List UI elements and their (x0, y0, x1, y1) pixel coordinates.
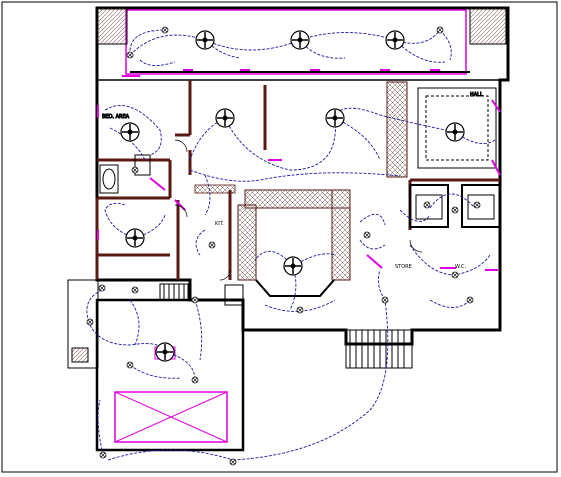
hall-ceiling: HALL (417, 87, 497, 169)
room-labels: W.C. STORE KIT. (215, 221, 466, 270)
light-point-icon (86, 26, 481, 466)
staircase-icon (159, 283, 413, 369)
garage (67, 279, 245, 452)
partitions (95, 80, 500, 280)
store-label: STORE (395, 264, 412, 270)
switchboard-icon (97, 69, 501, 271)
circuit-wiring (86, 29, 496, 461)
hatched-walls (194, 81, 408, 281)
kitchen-label: KIT. (215, 221, 224, 227)
door-swings (174, 139, 423, 281)
hall-label: HALL (470, 92, 483, 98)
bedroom-label: BED. AREA (102, 114, 130, 120)
top-verandah (96, 7, 508, 81)
toilet-blocks (409, 184, 501, 228)
bath-fixtures: BED. AREA (99, 114, 151, 194)
outer-walls (95, 6, 510, 346)
toilet-label: W.C. (455, 264, 466, 270)
bay-window (255, 279, 335, 297)
